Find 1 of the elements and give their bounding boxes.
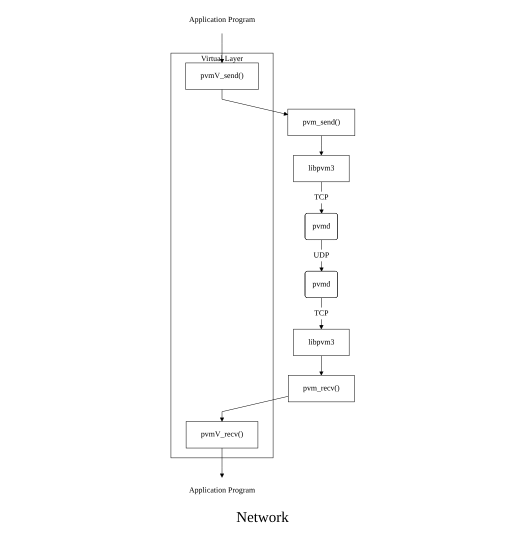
note-label: Network [236,510,289,526]
